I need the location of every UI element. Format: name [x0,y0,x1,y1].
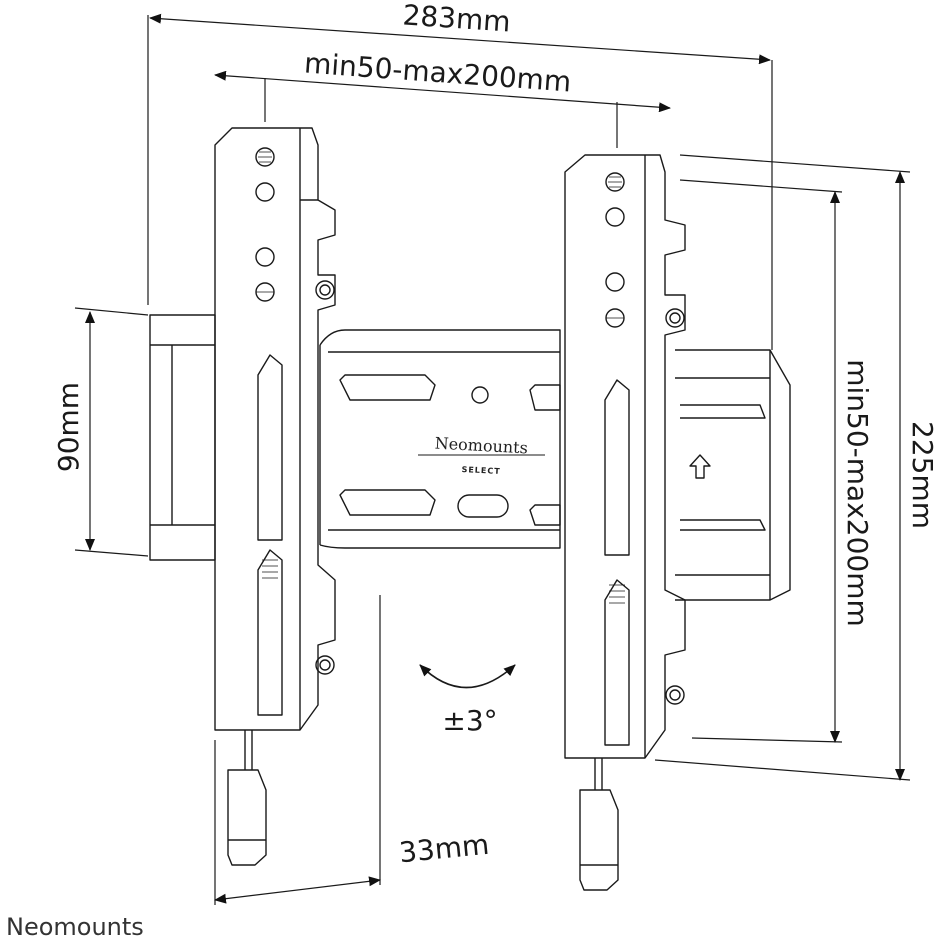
label-wall-distance: 33mm [398,828,491,869]
plate-logo: Neomounts [434,434,528,458]
plate-sublabel: SELECT [461,465,501,476]
tilt-arrow [419,664,516,689]
dimension-line-225mm [654,154,911,781]
dimension-line-90mm [74,307,149,557]
label-rail-height: 90mm [52,382,85,472]
dimension-line-33mm [214,595,381,905]
dimension-line-hole-height [679,179,843,743]
dimension-line-hole-width [214,70,671,148]
right-vertical-bracket [564,154,686,891]
left-vertical-bracket [214,127,336,866]
wall-rail [149,314,791,601]
label-tilt: ±3° [442,704,497,737]
label-total-height: 225mm [906,421,939,529]
label-total-width: 283mm [402,0,512,39]
brand-logo: Neomounts [6,913,144,941]
label-hole-pattern-height: min50-max200mm [841,359,874,627]
dimension-line-283mm [147,13,773,350]
